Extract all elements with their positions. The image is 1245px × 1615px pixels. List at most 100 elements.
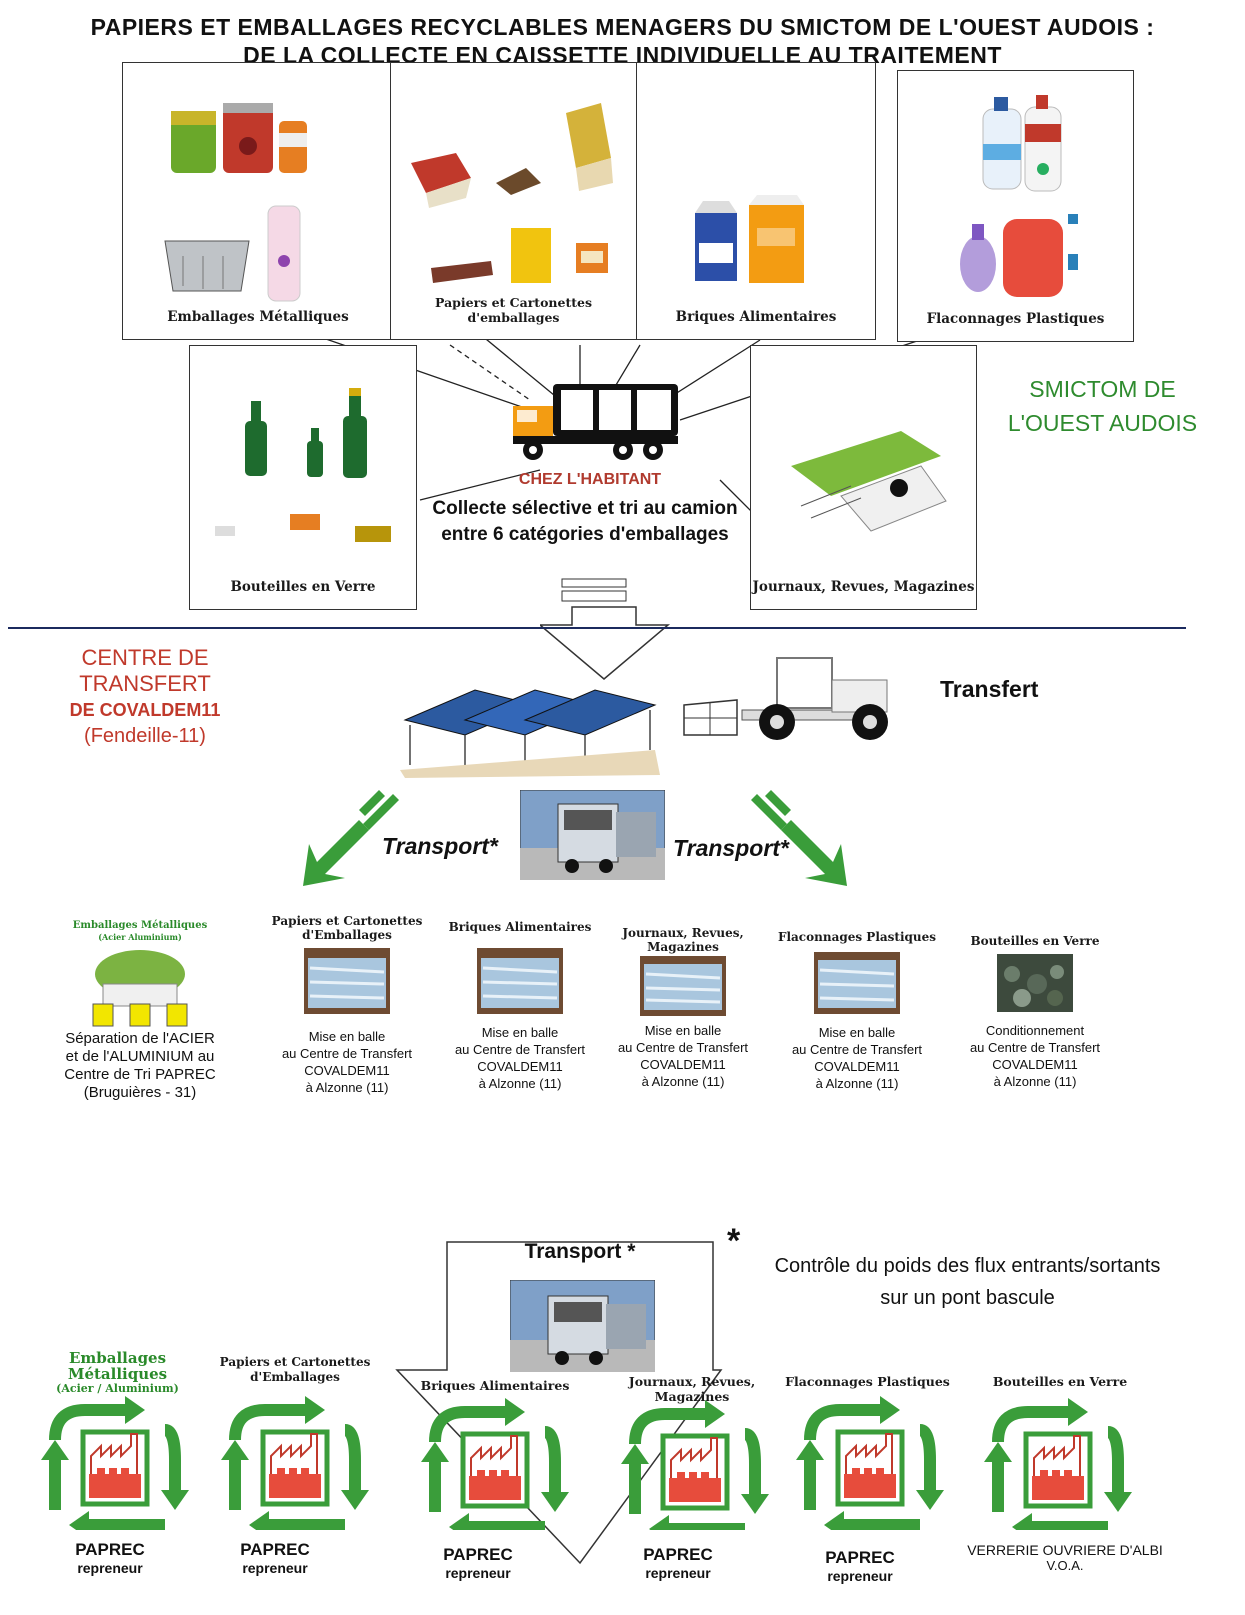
processing-text-metal: Séparation de l'ACIER et de l'ALUMINIUM … — [45, 1030, 235, 1102]
recycler-cartons: Briques Alimentaires — [415, 1378, 575, 1394]
recycler-name-glass: VERRERIE OUVRIERE D'ALBI — [967, 1542, 1163, 1558]
recycler-name-cartons: PAPREC — [443, 1545, 513, 1564]
recycler-sub-plastic: repreneur — [827, 1568, 893, 1584]
processing-subtitle-paper: d'Emballages — [302, 928, 392, 942]
processing-col-cartons: Briques Alimentaires Mise en balle au Ce… — [435, 920, 605, 1092]
recycler-name-cartons-block: PAPREC repreneur — [408, 1545, 548, 1581]
recycler-name-metal-block: PAPREC repreneur — [40, 1540, 180, 1576]
centre-line-1: CENTRE DE TRANSFERT — [79, 645, 211, 696]
processing-title-newspapers: Journaux, Revues, — [622, 926, 744, 940]
recycling-icons — [0, 1390, 1245, 1530]
recycling-icon-4 — [621, 1400, 769, 1530]
section-divider — [8, 627, 1186, 629]
category-box-paper: Papiers et Cartonettes d'emballages — [390, 62, 637, 340]
bottom-transport-label: Transport * — [524, 1240, 636, 1263]
category-label-paper: Papiers et Cartonettes d'emballages — [435, 295, 592, 325]
processing-title-glass: Bouteilles en Verre — [970, 934, 1100, 948]
category-box-cartons: Briques Alimentaires — [636, 62, 876, 340]
processing-paper-line-3: COVALDEM11 — [304, 1063, 390, 1078]
category-label-metal: Emballages Métalliques — [167, 309, 349, 325]
collection-truck-icon — [513, 384, 678, 460]
recycler-title-paper: Papiers et Cartonettes — [219, 1355, 371, 1369]
processing-title-paper: Papiers et Cartonettes — [271, 914, 423, 928]
processing-text-newspapers: Mise en balle au Centre de Transfert COV… — [598, 1022, 768, 1090]
recycler-title-glass: Bouteilles en Verre — [992, 1374, 1128, 1389]
processing-text-glass: Conditionnement au Centre de Transfert C… — [950, 1022, 1120, 1090]
note-line-1: Contrôle du poids des flux entrants/sort… — [774, 1255, 1161, 1277]
category-box-glass: Bouteilles en Verre — [189, 345, 417, 610]
recycler-name-metal: PAPREC — [75, 1540, 145, 1559]
processing-text-cartons: Mise en balle au Centre de Transfert COV… — [435, 1024, 605, 1092]
recycler-glass: Bouteilles en Verre — [985, 1374, 1135, 1390]
processing-newspapers-line-1: Mise en balle — [644, 1023, 722, 1038]
recycler-metal: Emballages Métalliques (Acier / Aluminiu… — [25, 1350, 210, 1395]
processing-title-metal: Emballages Métalliques — [72, 920, 208, 931]
recycling-icon-5 — [796, 1396, 944, 1530]
note-text: Contrôle du poids des flux entrants/sort… — [745, 1250, 1190, 1314]
recycler-name-plastic: PAPREC — [825, 1548, 895, 1567]
plastic-bale-photo — [814, 952, 900, 1014]
processing-metal-line-3: Centre de Tri PAPREC — [64, 1066, 216, 1083]
processing-col-paper: Papiers et Cartonettes d'Emballages Mise… — [262, 914, 432, 1096]
recycler-name-paper: PAPREC — [240, 1540, 310, 1559]
category-box-newspapers: Journaux, Revues, Magazines — [750, 345, 977, 610]
processing-subtitle-newspapers: Magazines — [647, 940, 719, 954]
loader-vehicle-icon — [683, 657, 888, 740]
transport-left-arrow-icon — [303, 790, 399, 886]
smictom-label: SMICTOM DE L'OUEST AUDOIS — [990, 372, 1215, 440]
collecte-line-2: entre 6 catégories d'emballages — [441, 524, 729, 545]
recycler-sub-cartons: repreneur — [445, 1565, 511, 1581]
recycling-icon-3 — [421, 1398, 569, 1530]
processing-glass-line-4: à Alzonne (11) — [993, 1074, 1077, 1089]
newspapers-illustration — [791, 431, 947, 532]
bottom-transport-truck-photo — [510, 1280, 655, 1372]
recycler-newspapers: Journaux, Revues, Magazines — [612, 1374, 772, 1404]
down-arrow-icon — [540, 578, 671, 680]
transfert-label: Transfert — [940, 676, 1039, 702]
transfer-centre-building-icon — [400, 689, 660, 778]
processing-metal-line-2: et de l'ALUMINIUM au — [65, 1048, 215, 1065]
processing-cartons-line-4: à Alzonne (11) — [478, 1076, 562, 1091]
title-line-1: PAPIERS ET EMBALLAGES RECYCLABLES MENAGE… — [90, 14, 1155, 40]
processing-plastic-line-2: au Centre de Transfert — [791, 1042, 923, 1057]
sorting-centre-icon — [92, 950, 188, 1027]
recycler-sub-paper: repreneur — [242, 1560, 308, 1576]
glass-bottles-illustration — [215, 388, 391, 542]
drink-carton-illustration — [695, 195, 804, 283]
processing-cartons-line-3: COVALDEM11 — [477, 1059, 563, 1074]
transport-right-arrow-icon — [751, 790, 847, 886]
processing-newspapers-line-4: à Alzonne (11) — [641, 1074, 725, 1089]
newspaper-bale-photo — [640, 956, 726, 1016]
processing-col-metal: Emballages Métalliques (Acier Aluminium) — [70, 920, 210, 1028]
recycling-icon-6 — [984, 1398, 1132, 1530]
recycler-title-cartons: Briques Alimentaires — [420, 1378, 570, 1393]
recycler-name-newspapers-block: PAPREC repreneur — [608, 1545, 748, 1581]
processing-paper-line-1: Mise en balle — [308, 1029, 386, 1044]
recycler-name-glass-block: VERRERIE OUVRIERE D'ALBI V.O.A. — [945, 1542, 1185, 1574]
transport-left-label: Transport* — [382, 833, 498, 859]
paper-packaging-illustration — [411, 103, 613, 283]
recycler-subtitle-newspapers: Magazines — [654, 1389, 730, 1404]
note-star: * — [727, 1222, 741, 1260]
processing-metal-line-1: Séparation de l'ACIER — [65, 1030, 215, 1047]
recycler-title-plastic: Flaconnages Plastiques — [785, 1374, 950, 1389]
recycler-sub-newspapers: repreneur — [645, 1565, 711, 1581]
processing-text-plastic: Mise en balle au Centre de Transfert COV… — [772, 1024, 942, 1092]
category-label-plastic: Flaconnages Plastiques — [926, 311, 1105, 327]
category-box-metal: Emballages Métalliques — [122, 62, 394, 340]
collecte-line-1: Collecte sélective et tri au camion — [432, 498, 738, 519]
centre-transfert-label: CENTRE DE TRANSFERT DE COVALDEM11 (Fende… — [20, 645, 270, 749]
processing-text-paper: Mise en balle au Centre de Transfert COV… — [262, 1028, 432, 1096]
category-label-newspapers: Journaux, Revues, Magazines — [752, 579, 975, 595]
recycler-name-plastic-block: PAPREC repreneur — [790, 1548, 930, 1584]
processing-plastic-line-4: à Alzonne (11) — [815, 1076, 899, 1091]
processing-glass-line-1: Conditionnement — [985, 1023, 1085, 1038]
metal-packaging-illustration — [164, 103, 307, 302]
recycler-plastic: Flaconnages Plastiques — [785, 1374, 950, 1390]
recycler-subtitle-paper: d'Emballages — [250, 1370, 340, 1384]
recycler-name-paper-block: PAPREC repreneur — [205, 1540, 345, 1576]
processing-newspapers-line-2: au Centre de Transfert — [617, 1040, 749, 1055]
centre-line-3: (Fendeille-11) — [84, 725, 206, 747]
smictom-line-2: L'OUEST AUDOIS — [1007, 410, 1198, 436]
processing-col-plastic: Flaconnages Plastiques Mise en balle au … — [772, 930, 942, 1092]
